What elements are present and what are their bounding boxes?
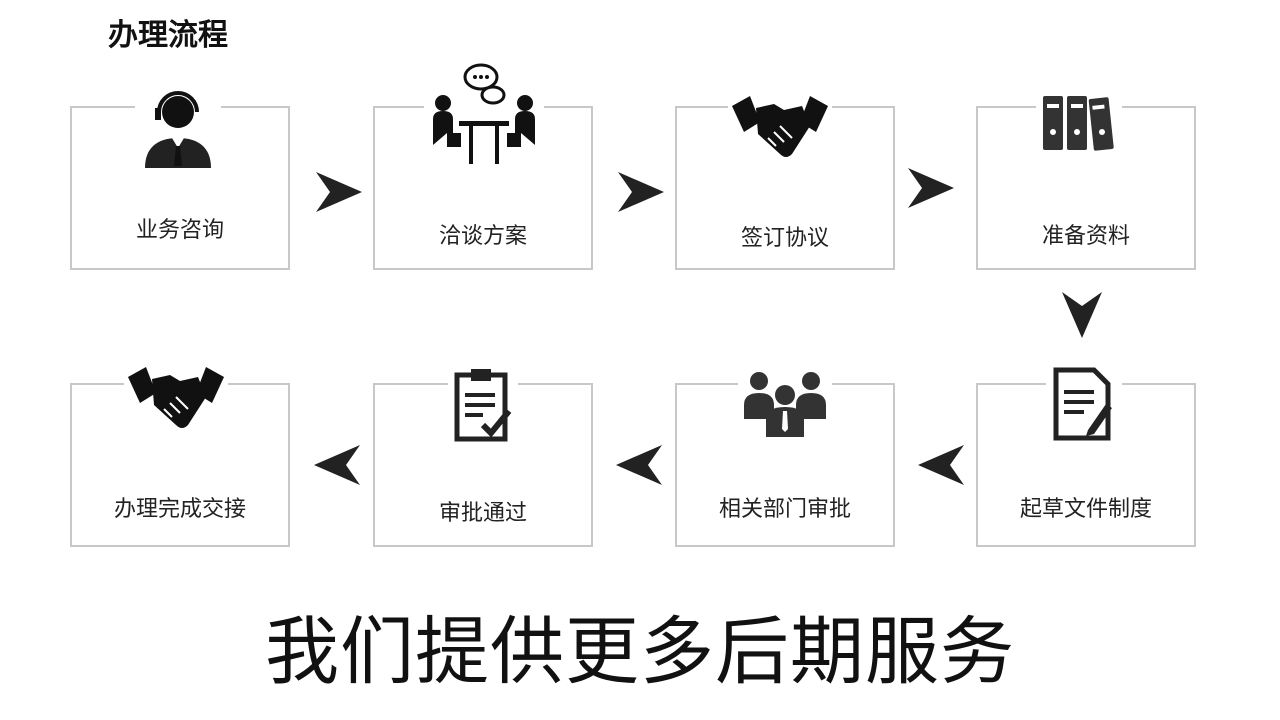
step-label: 准备资料	[1041, 224, 1130, 249]
page-title: 办理流程	[108, 18, 228, 53]
clipboard-check-icon	[448, 366, 518, 444]
step-label: 起草文件制度	[1019, 497, 1152, 522]
arrow-left-icon	[616, 445, 662, 485]
arrow-right-icon	[316, 172, 362, 212]
binders-icon	[1036, 90, 1122, 154]
footer-slogan: 我们提供更多后期服务	[265, 609, 1015, 695]
arrow-down-icon	[1062, 292, 1102, 338]
team-icon	[738, 366, 832, 438]
customer-service-icon	[135, 84, 221, 170]
step-label: 业务咨询	[135, 218, 224, 243]
step-label: 洽谈方案	[438, 224, 527, 249]
handshake-icon	[728, 90, 832, 166]
arrow-right-icon	[908, 168, 954, 208]
arrow-right-icon	[618, 172, 664, 212]
step-label: 相关部门审批	[718, 497, 851, 522]
step-label: 办理完成交接	[113, 497, 246, 522]
step-label: 审批通过	[438, 501, 527, 526]
document-edit-icon	[1046, 364, 1122, 444]
step-label: 签订协议	[740, 226, 829, 251]
arrow-left-icon	[918, 445, 964, 485]
meeting-icon	[424, 54, 544, 166]
arrow-left-icon	[314, 445, 360, 485]
step-approved: 审批通过	[373, 383, 593, 547]
handshake-icon	[124, 360, 228, 438]
